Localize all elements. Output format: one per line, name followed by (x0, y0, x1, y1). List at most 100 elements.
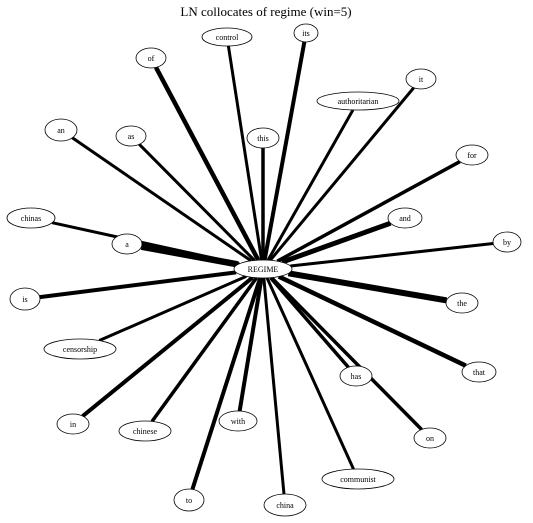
node-an: an (44, 118, 78, 142)
node-has: has (339, 365, 373, 387)
edge-regime-its (262, 41, 307, 261)
node-chinese: chinese (118, 420, 172, 442)
node-censorship-label: censorship (63, 345, 97, 354)
node-on-ellipse (413, 427, 447, 449)
node-control: control (201, 27, 253, 47)
node-censorship: censorship (43, 338, 117, 360)
node-center-regime: REGIME (233, 259, 293, 279)
edge-regime-with (237, 277, 264, 412)
node-with-ellipse (218, 410, 258, 432)
node-this-label: this (257, 134, 269, 143)
node-center-regime-label: REGIME (248, 265, 279, 274)
node-it-label: it (419, 75, 424, 84)
node-is-label: is (22, 295, 27, 304)
edge-regime-to (190, 277, 263, 490)
node-the: the (445, 292, 479, 314)
node-by: by (492, 231, 522, 253)
node-china-ellipse (263, 493, 307, 517)
node-chinas-ellipse (6, 207, 56, 229)
node-has-ellipse (339, 365, 373, 387)
edge-regime-a (140, 243, 239, 268)
edge-regime-of (154, 66, 261, 262)
edge-regime-china (262, 277, 286, 495)
node-and-ellipse (387, 207, 423, 229)
node-to: to (173, 488, 205, 512)
node-chinese-label: chinese (133, 427, 157, 436)
node-on-label: on (426, 434, 434, 443)
node-communist-label: communist (340, 475, 376, 484)
node-center-regime-ellipse (233, 259, 293, 279)
node-is: is (9, 287, 41, 311)
node-as-label: as (128, 132, 135, 141)
node-in-label: in (70, 420, 76, 429)
edge-regime-for (276, 160, 461, 263)
node-authoritarian: authoritarian (316, 91, 400, 111)
edge-regime-an (71, 136, 252, 263)
node-communist: communist (321, 468, 395, 490)
node-of-label: of (148, 54, 155, 63)
node-its-label: its (302, 29, 310, 38)
node-authoritarian-ellipse (316, 91, 400, 111)
node-on: on (413, 427, 447, 449)
chart-title: LN collocates of regime (win=5) (180, 4, 351, 19)
edge-regime-it (269, 86, 415, 262)
node-the-ellipse (445, 292, 479, 314)
edge-regime-the (287, 270, 448, 304)
edge-regime-and (281, 220, 392, 265)
node-with-label: with (231, 417, 245, 426)
node-layer: control its of it authoritarian an as this for ch… (6, 23, 522, 517)
node-to-label: to (186, 496, 192, 505)
node-it-ellipse (405, 68, 437, 90)
edge-regime-communist (265, 277, 355, 470)
node-a-ellipse (111, 233, 143, 255)
node-and-label: and (399, 214, 411, 223)
node-an-ellipse (44, 118, 78, 142)
node-for: for (455, 144, 489, 166)
node-and: and (387, 207, 423, 229)
node-china-label: china (276, 501, 294, 510)
edge-regime-is (39, 270, 237, 300)
edge-regime-control (226, 45, 264, 261)
edge-regime-chinese (150, 276, 259, 423)
node-has-label: has (351, 372, 362, 381)
node-its: its (293, 23, 319, 43)
node-by-ellipse (492, 231, 522, 253)
node-authoritarian-label: authoritarian (338, 97, 379, 106)
edge-regime-on (270, 276, 423, 431)
edge-regime-in (81, 275, 254, 418)
node-a-label: a (125, 240, 129, 249)
node-chinas-label: chinas (21, 214, 41, 223)
edge-regime-censorship (98, 274, 247, 342)
edge-regime-authoritarian (266, 109, 355, 261)
node-for-ellipse (455, 144, 489, 166)
node-of: of (135, 47, 167, 69)
node-chinese-ellipse (118, 420, 172, 442)
edge-regime-that (277, 274, 467, 368)
node-it: it (405, 68, 437, 90)
node-as-ellipse (115, 125, 147, 147)
node-communist-ellipse (321, 468, 395, 490)
edge-regime-by (290, 242, 494, 268)
node-in: in (56, 413, 90, 435)
node-is-ellipse (9, 287, 41, 311)
edge-regime-as (138, 143, 256, 262)
node-for-label: for (467, 151, 477, 160)
node-as: as (115, 125, 147, 147)
node-its-ellipse (293, 23, 319, 43)
node-this-ellipse (246, 127, 280, 149)
node-china: china (263, 493, 307, 517)
node-control-ellipse (201, 27, 253, 47)
node-that-ellipse (461, 361, 497, 383)
node-a: a (111, 233, 143, 255)
edge-layer (39, 41, 494, 495)
node-in-ellipse (56, 413, 90, 435)
node-with: with (218, 410, 258, 432)
node-by-label: by (503, 238, 511, 247)
node-that: that (461, 361, 497, 383)
edge-regime-has (269, 276, 350, 369)
node-chinas: chinas (6, 207, 56, 229)
node-of-ellipse (135, 47, 167, 69)
node-an-label: an (57, 126, 65, 135)
node-the-label: the (457, 299, 467, 308)
